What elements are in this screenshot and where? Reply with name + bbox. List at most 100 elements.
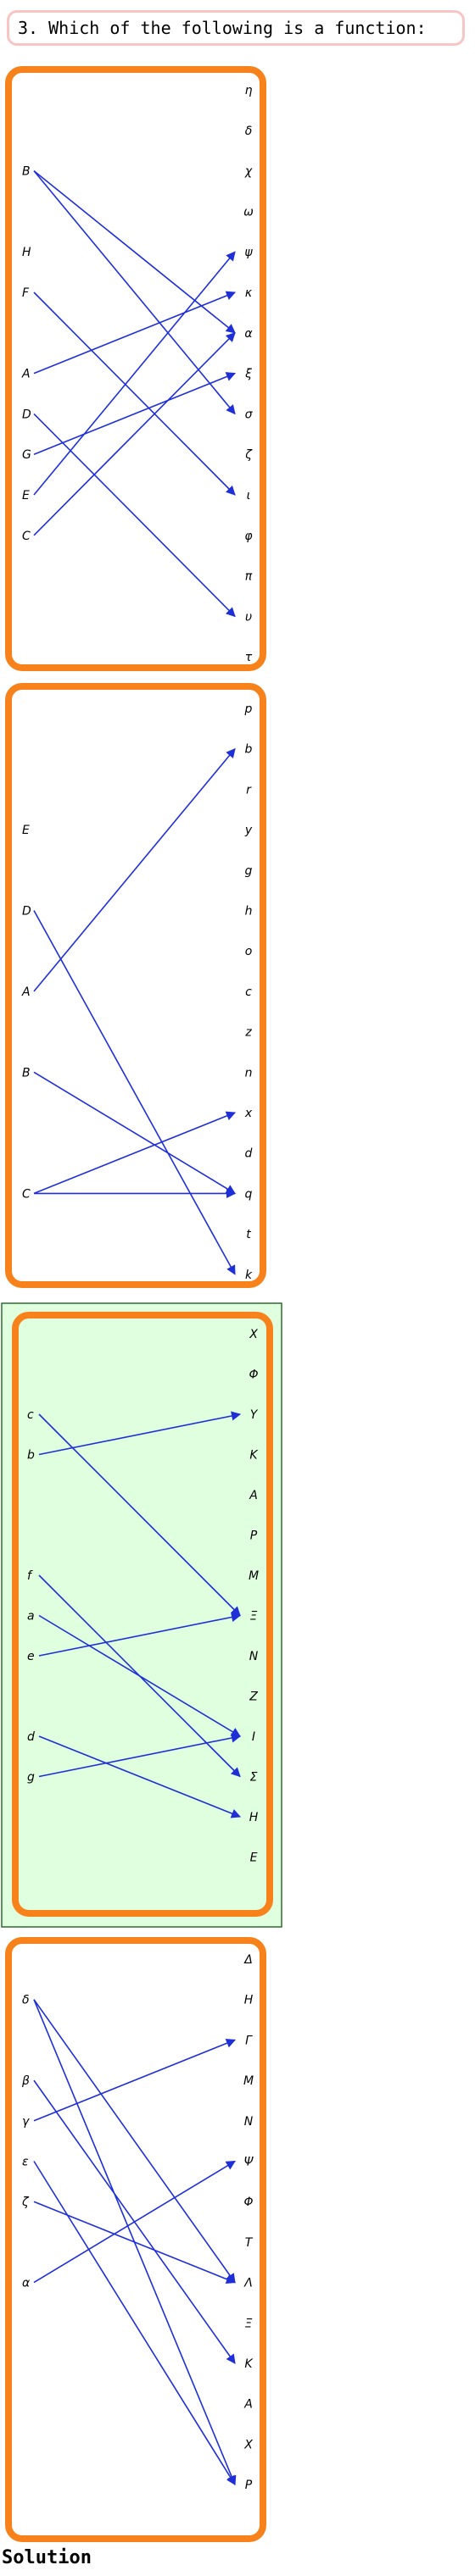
codomain-label: x bbox=[244, 1107, 253, 1120]
diagram-frame bbox=[5, 683, 266, 1288]
mapping-arrow bbox=[33, 170, 236, 415]
domain-label: G bbox=[22, 448, 31, 462]
domain-label: D bbox=[22, 905, 31, 919]
codomain-label: Ε bbox=[250, 1852, 258, 1865]
codomain-label: Ξ bbox=[250, 1610, 258, 1624]
mapping-arrow bbox=[33, 413, 236, 618]
domain-label: γ bbox=[22, 2115, 30, 2129]
codomain-label: ξ bbox=[244, 368, 252, 381]
domain-label: g bbox=[27, 1771, 35, 1785]
diagram-frame bbox=[12, 1312, 273, 1917]
codomain-label: σ bbox=[245, 408, 254, 421]
mapping-arrow bbox=[33, 1111, 237, 1195]
codomain-label: Ν bbox=[249, 1650, 259, 1663]
codomain-label: Τ bbox=[245, 2236, 254, 2250]
codomain-label: φ bbox=[244, 530, 253, 543]
codomain-label: Ζ bbox=[249, 1690, 258, 1704]
codomain-label: Ν bbox=[244, 2115, 254, 2129]
codomain-label: Η bbox=[244, 1994, 254, 2007]
mapping-arrow bbox=[38, 1411, 242, 1456]
domain-label: F bbox=[22, 286, 30, 300]
codomain-label: α bbox=[244, 327, 253, 341]
mapping-arrow bbox=[33, 291, 236, 496]
codomain-label: z bbox=[244, 1026, 252, 1040]
mapping-arrow bbox=[38, 1614, 241, 1737]
codomain-label: Κ bbox=[244, 2357, 254, 2371]
domain-label: A bbox=[21, 368, 31, 381]
domain-label: c bbox=[27, 1408, 34, 1422]
mapping-arrow bbox=[33, 2201, 237, 2285]
codomain-label: Ι bbox=[252, 1730, 255, 1744]
mapping-arrow bbox=[33, 2160, 236, 2284]
domain-label: ε bbox=[22, 2156, 29, 2169]
codomain-label: Η bbox=[249, 1811, 259, 1824]
codomain-label: Λ bbox=[243, 2277, 253, 2290]
domain-label: E bbox=[22, 824, 30, 837]
domain-label: H bbox=[22, 246, 31, 259]
codomain-label: y bbox=[244, 824, 253, 837]
codomain-label: π bbox=[245, 570, 253, 584]
codomain-label: δ bbox=[245, 125, 253, 138]
mapping-arrow bbox=[38, 1612, 242, 1657]
codomain-label: c bbox=[245, 985, 252, 999]
domain-label: C bbox=[22, 1187, 31, 1201]
mapping-arrow bbox=[33, 1999, 236, 2284]
codomain-label: ζ bbox=[244, 448, 253, 462]
domain-label: α bbox=[22, 2277, 31, 2290]
codomain-label: κ bbox=[245, 286, 253, 300]
codomain-label: Φ bbox=[249, 1368, 258, 1382]
domain-label: β bbox=[21, 2074, 30, 2088]
codomain-label: Σ bbox=[250, 1771, 258, 1785]
mapping-arrow bbox=[38, 1735, 242, 1818]
domain-label: C bbox=[22, 530, 31, 543]
codomain-label: χ bbox=[244, 165, 253, 179]
codomain-label: Α bbox=[243, 2398, 253, 2412]
codomain-label: Ξ bbox=[245, 2317, 253, 2330]
codomain-label: Ρ bbox=[245, 2479, 253, 2492]
mapping-arrow bbox=[38, 1733, 242, 1778]
question-box: 3. Which of the following is a function: bbox=[7, 10, 465, 46]
codomain-label: τ bbox=[245, 651, 253, 664]
mapping-arrow bbox=[33, 2038, 237, 2122]
solution-label: Solution bbox=[2, 2547, 92, 2568]
codomain-label: Ρ bbox=[250, 1530, 258, 1543]
codomain-label: υ bbox=[245, 610, 252, 624]
domain-label: B bbox=[22, 165, 31, 179]
codomain-label: X bbox=[249, 1328, 258, 1341]
codomain-label: r bbox=[246, 783, 252, 797]
mapping-arrow bbox=[33, 910, 236, 1275]
codomain-label: Γ bbox=[245, 2034, 253, 2047]
domain-label: E bbox=[22, 489, 30, 502]
domain-label: e bbox=[27, 1650, 35, 1663]
domain-label: ζ bbox=[21, 2196, 30, 2209]
codomain-label: Δ bbox=[243, 1953, 253, 1967]
codomain-label: n bbox=[245, 1066, 253, 1080]
domain-label: D bbox=[22, 408, 31, 421]
domain-label: a bbox=[27, 1610, 35, 1624]
domain-label: b bbox=[27, 1449, 35, 1463]
codomain-label: d bbox=[245, 1147, 253, 1161]
codomain-label: o bbox=[245, 945, 253, 958]
codomain-label: b bbox=[245, 743, 253, 757]
codomain-label: t bbox=[246, 1228, 251, 1241]
codomain-label: Φ bbox=[243, 2196, 253, 2209]
domain-label: δ bbox=[22, 1994, 30, 2007]
codomain-label: Α bbox=[249, 1489, 258, 1502]
codomain-label: Χ bbox=[243, 2438, 253, 2451]
codomain-label: ι bbox=[247, 489, 251, 502]
codomain-label: ω bbox=[243, 205, 254, 219]
domain-label: f bbox=[27, 1569, 33, 1583]
question-text: 3. Which of the following is a function: bbox=[18, 18, 427, 38]
codomain-label: Μ bbox=[249, 1569, 259, 1583]
codomain-label: g bbox=[245, 864, 253, 878]
mapping-arrow bbox=[33, 332, 236, 536]
mapping-arrow bbox=[33, 372, 237, 455]
mapping-arrow bbox=[33, 1071, 236, 1195]
codomain-label: p bbox=[244, 702, 253, 716]
codomain-label: ψ bbox=[244, 246, 253, 259]
